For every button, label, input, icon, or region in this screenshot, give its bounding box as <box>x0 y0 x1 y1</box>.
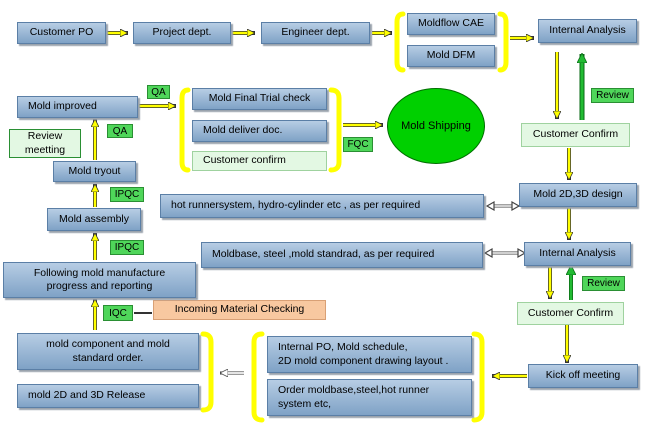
node-mold-tryout: Mold tryout <box>53 161 136 182</box>
node-mold-dfm: Mold DFM <box>407 45 495 67</box>
node-order-moldbase: Order moldbase,steel,hot runner system e… <box>267 379 472 416</box>
node-mold-assembly: Mold assembly <box>47 208 141 231</box>
bracket-internal-po-right <box>471 331 485 423</box>
bracket-final-right <box>328 87 342 173</box>
node-mold-shipping: Mold Shipping <box>387 88 485 164</box>
bracket-cae-dfm-right <box>497 11 509 73</box>
bracket-component-right <box>200 331 214 413</box>
node-following-progress: Following mold manufacture progress and … <box>3 262 196 298</box>
node-kick-off-meeting: Kick off meeting <box>528 364 638 388</box>
tag-ipqc-1: IPQC <box>110 187 144 202</box>
double-arrow-moldbase <box>483 247 527 259</box>
node-mold-deliver-doc: Mold deliver doc. <box>192 120 327 142</box>
node-moldbase-steel: Moldbase, steel ,mold standrad, as per r… <box>201 242 483 268</box>
node-internal-analysis-top: Internal Analysis <box>538 19 637 43</box>
tag-review-mid: Review <box>582 276 625 291</box>
node-customer-confirm-top: Customer Confirm <box>521 123 630 147</box>
tag-iqc: IQC <box>103 305 133 321</box>
node-internal-analysis-mid: Internal Analysis <box>524 242 631 266</box>
tag-qa-2: QA <box>107 124 133 138</box>
node-moldflow-cae: Moldflow CAE <box>407 13 495 35</box>
node-customer-confirm-final: Customer confirm <box>192 151 327 171</box>
node-internal-po: Internal PO, Mold schedule, 2D mold comp… <box>267 336 472 373</box>
node-customer-confirm-mid: Customer Confirm <box>517 302 624 325</box>
tag-fqc: FQC <box>343 137 373 152</box>
node-engineer-dept: Engineer dept. <box>261 22 370 44</box>
double-arrow-hot-runner <box>485 200 521 212</box>
node-mold-component-order: mold component and mold standard order. <box>17 333 199 370</box>
node-mold-improved: Mold improved <box>17 96 138 118</box>
tag-ipqc-2: IPQC <box>110 240 144 255</box>
node-mold-2d3d-release: mold 2D and 3D Release <box>17 384 199 408</box>
node-mold-2d3d-design: Mold 2D,3D design <box>519 183 637 207</box>
node-review-meeting: Review meetting <box>9 129 81 158</box>
bracket-final-left <box>179 87 191 173</box>
node-hot-runner: hot runnersystem, hydro-cylinder etc , a… <box>160 194 484 218</box>
tag-review-top: Review <box>591 88 634 103</box>
node-customer-po: Customer PO <box>17 22 106 44</box>
node-project-dept: Project dept. <box>133 22 231 44</box>
bracket-internal-po-left <box>251 331 265 423</box>
node-final-trial-check: Mold Final Trial check <box>192 88 327 110</box>
node-incoming-material: Incoming Material Checking <box>153 300 326 320</box>
bracket-cae-dfm <box>394 11 406 73</box>
tag-qa-1: QA <box>147 85 170 99</box>
